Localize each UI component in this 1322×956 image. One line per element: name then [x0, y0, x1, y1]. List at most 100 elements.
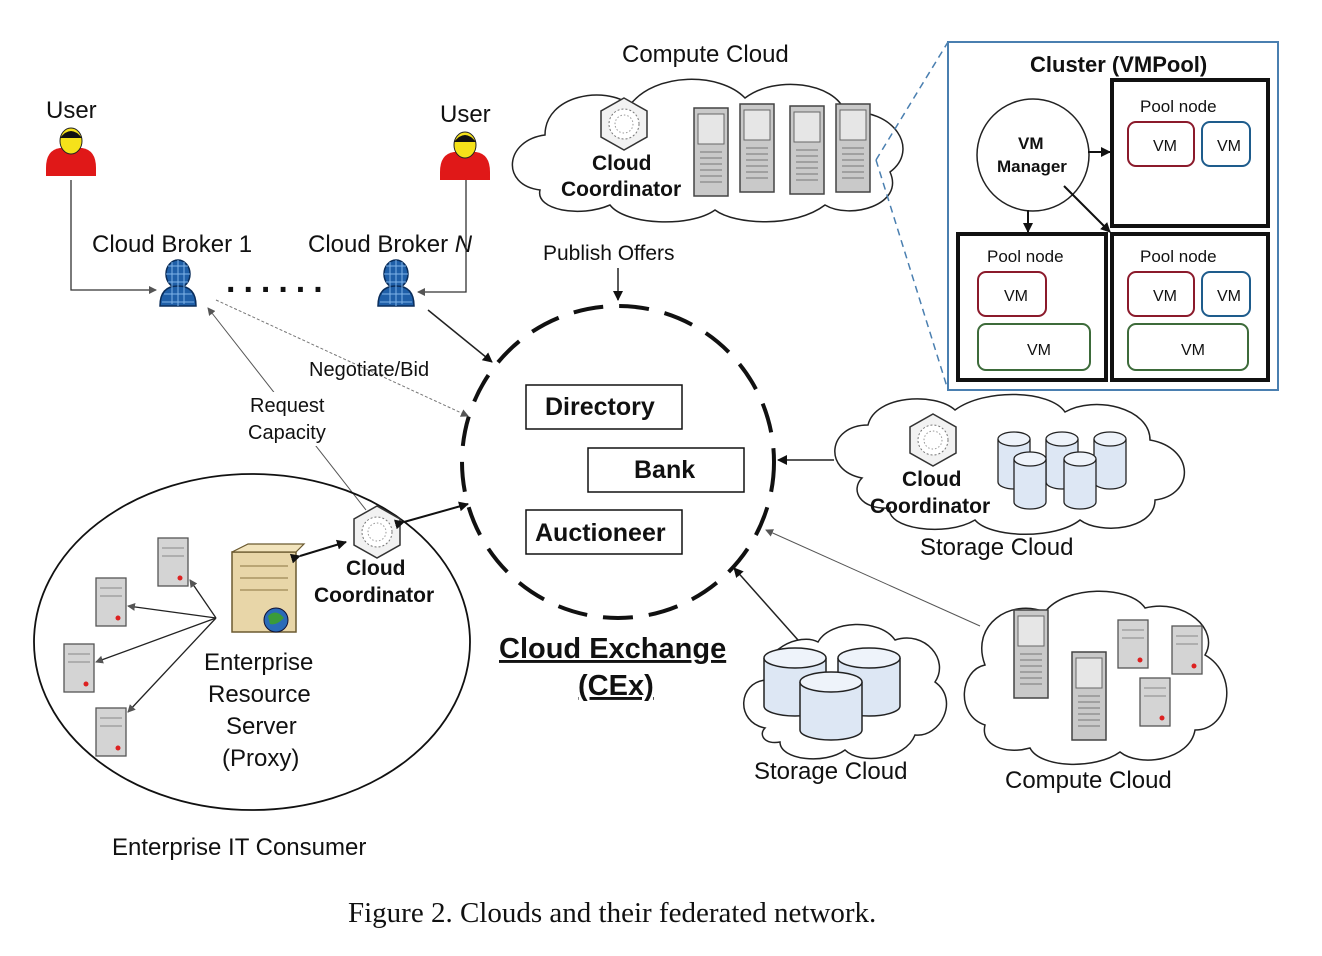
storage-cloud-right-label: Storage Cloud [920, 534, 1073, 561]
pool-node-label: Pool node [1140, 97, 1217, 116]
proxy-coordinator-link [289, 539, 347, 564]
vm-label: VM [1004, 288, 1028, 305]
proxy-to-client-arrow [189, 579, 217, 619]
coordinator-top-line1: Cloud [592, 152, 651, 175]
broker-n-label: Cloud Broker N [308, 231, 473, 258]
compute-cloud-bottom-label: Compute Cloud [1005, 767, 1172, 794]
server-icon [835, 103, 871, 193]
user-left-to-broker-arrow [70, 180, 157, 294]
user-left: User [45, 97, 97, 177]
cloud-exchange: Directory Bank Auctioneer Cloud Exchange… [460, 304, 776, 702]
auctioneer-box [525, 509, 683, 555]
directory-box [525, 384, 683, 430]
compute-cloud-top: Compute Cloud Cloud Coordinator [511, 41, 904, 223]
vm-manager-line1: VM [1018, 134, 1044, 153]
request-capacity-line2: Capacity [248, 422, 326, 444]
compute-cloud-top-title: Compute Cloud [622, 41, 789, 68]
coordinator-top-line2: Coordinator [561, 178, 681, 201]
cex-title-line2: (CEx) [578, 670, 654, 702]
vm-label: VM [1217, 138, 1241, 155]
vm-box [1201, 271, 1251, 317]
user-right-icon [439, 131, 491, 181]
cluster-title: Cluster (VMPool) [1030, 52, 1207, 77]
enterprise-it-consumer: Cloud Coordinator Enterprise Resource Se… [33, 473, 471, 861]
proxy-to-client-arrow [127, 617, 217, 713]
client-server-icon [95, 577, 127, 627]
user-right-label: User [440, 101, 491, 128]
vm-box [977, 271, 1047, 317]
proxy-line1: Enterprise [204, 649, 313, 676]
request-capacity-line1: Request [250, 395, 325, 417]
directory-label: Directory [545, 393, 655, 421]
storage-icon [1063, 451, 1097, 510]
server-icon [739, 103, 775, 193]
client-server-icon [95, 707, 127, 757]
user-left-icon [45, 127, 97, 177]
broker-n-to-cex-arrow [427, 309, 493, 363]
enterprise-consumer-label: Enterprise IT Consumer [112, 834, 366, 861]
pool-node-label: Pool node [987, 247, 1064, 266]
cex-title-line1: Cloud Exchange [499, 633, 726, 665]
negotiate-bid-label: Negotiate/Bid [309, 359, 429, 381]
coordinator-storage-line1: Cloud [902, 468, 961, 491]
vm-box [977, 323, 1091, 371]
publish-offers-label: Publish Offers [543, 242, 675, 265]
coordinator-enterprise-line2: Coordinator [314, 584, 434, 607]
client-server-icon [157, 537, 189, 587]
cluster-vmpool: Cluster (VMPool) VM Manager Pool node VM… [947, 41, 1279, 391]
enterprise-boundary [33, 473, 471, 811]
storage-cloud-bottom-label: Storage Cloud [754, 758, 907, 785]
vm-box [1201, 121, 1251, 167]
server-icon [693, 107, 729, 197]
user-right-to-broker-arrow [417, 180, 467, 296]
figure-caption: Figure 2. Clouds and their federated net… [348, 897, 876, 929]
manager-to-node-arrow [1063, 185, 1111, 233]
cloud-broker-n: Cloud Broker N [308, 231, 473, 307]
vm-manager-line2: Manager [997, 157, 1067, 176]
proxy-line4: (Proxy) [222, 745, 299, 772]
cluster-zoom-line-bottom [875, 159, 949, 391]
client-server-icon [63, 643, 95, 693]
broker-1-label: Cloud Broker 1 [92, 231, 252, 258]
user-right: User [439, 101, 491, 181]
broker-1-icon [159, 259, 197, 307]
vm-label: VM [1217, 288, 1241, 305]
cloud-broker-1: Cloud Broker 1 [92, 231, 252, 307]
user-left-label: User [46, 97, 97, 124]
vm-label: VM [1153, 288, 1177, 305]
storage-bottom-to-cex-arrow [733, 567, 799, 641]
coordinator-storage-line2: Coordinator [870, 495, 990, 518]
compute-cloud-bottom: Compute Cloud [963, 590, 1228, 794]
proxy-line3: Server [226, 713, 297, 740]
negotiate-bid-arrow [215, 299, 469, 417]
vm-box [1127, 121, 1195, 167]
vm-box [1127, 271, 1195, 317]
vm-manager [976, 98, 1090, 212]
proxy-to-client-arrow [95, 617, 217, 664]
server-icon [1139, 677, 1171, 727]
vm-label: VM [1153, 138, 1177, 155]
coordinator-enterprise-line1: Cloud [346, 557, 405, 580]
broker-ellipsis: ...... [226, 262, 331, 300]
proxy-line2: Resource [208, 681, 311, 708]
server-icon [1071, 651, 1107, 741]
enterprise-coordinator-to-cex-link [393, 501, 469, 530]
storage-icon [799, 671, 863, 741]
enterprise-server-icon [231, 543, 306, 633]
proxy-to-client-arrow [127, 602, 217, 619]
storage-icon [1013, 451, 1047, 510]
server-icon [1117, 619, 1149, 669]
vm-box [1127, 323, 1249, 371]
pool-node-label: Pool node [1140, 247, 1217, 266]
server-icon [1013, 609, 1049, 699]
cex-ring [460, 304, 776, 620]
broker-n-icon [377, 259, 415, 307]
server-icon [1171, 625, 1203, 675]
storage-icon [1093, 431, 1127, 490]
request-capacity-bg [244, 392, 336, 446]
auctioneer-label: Auctioneer [535, 519, 666, 547]
vm-label: VM [1027, 342, 1051, 359]
storage-cloud-right: Cloud Coordinator Storage Cloud [834, 393, 1186, 561]
